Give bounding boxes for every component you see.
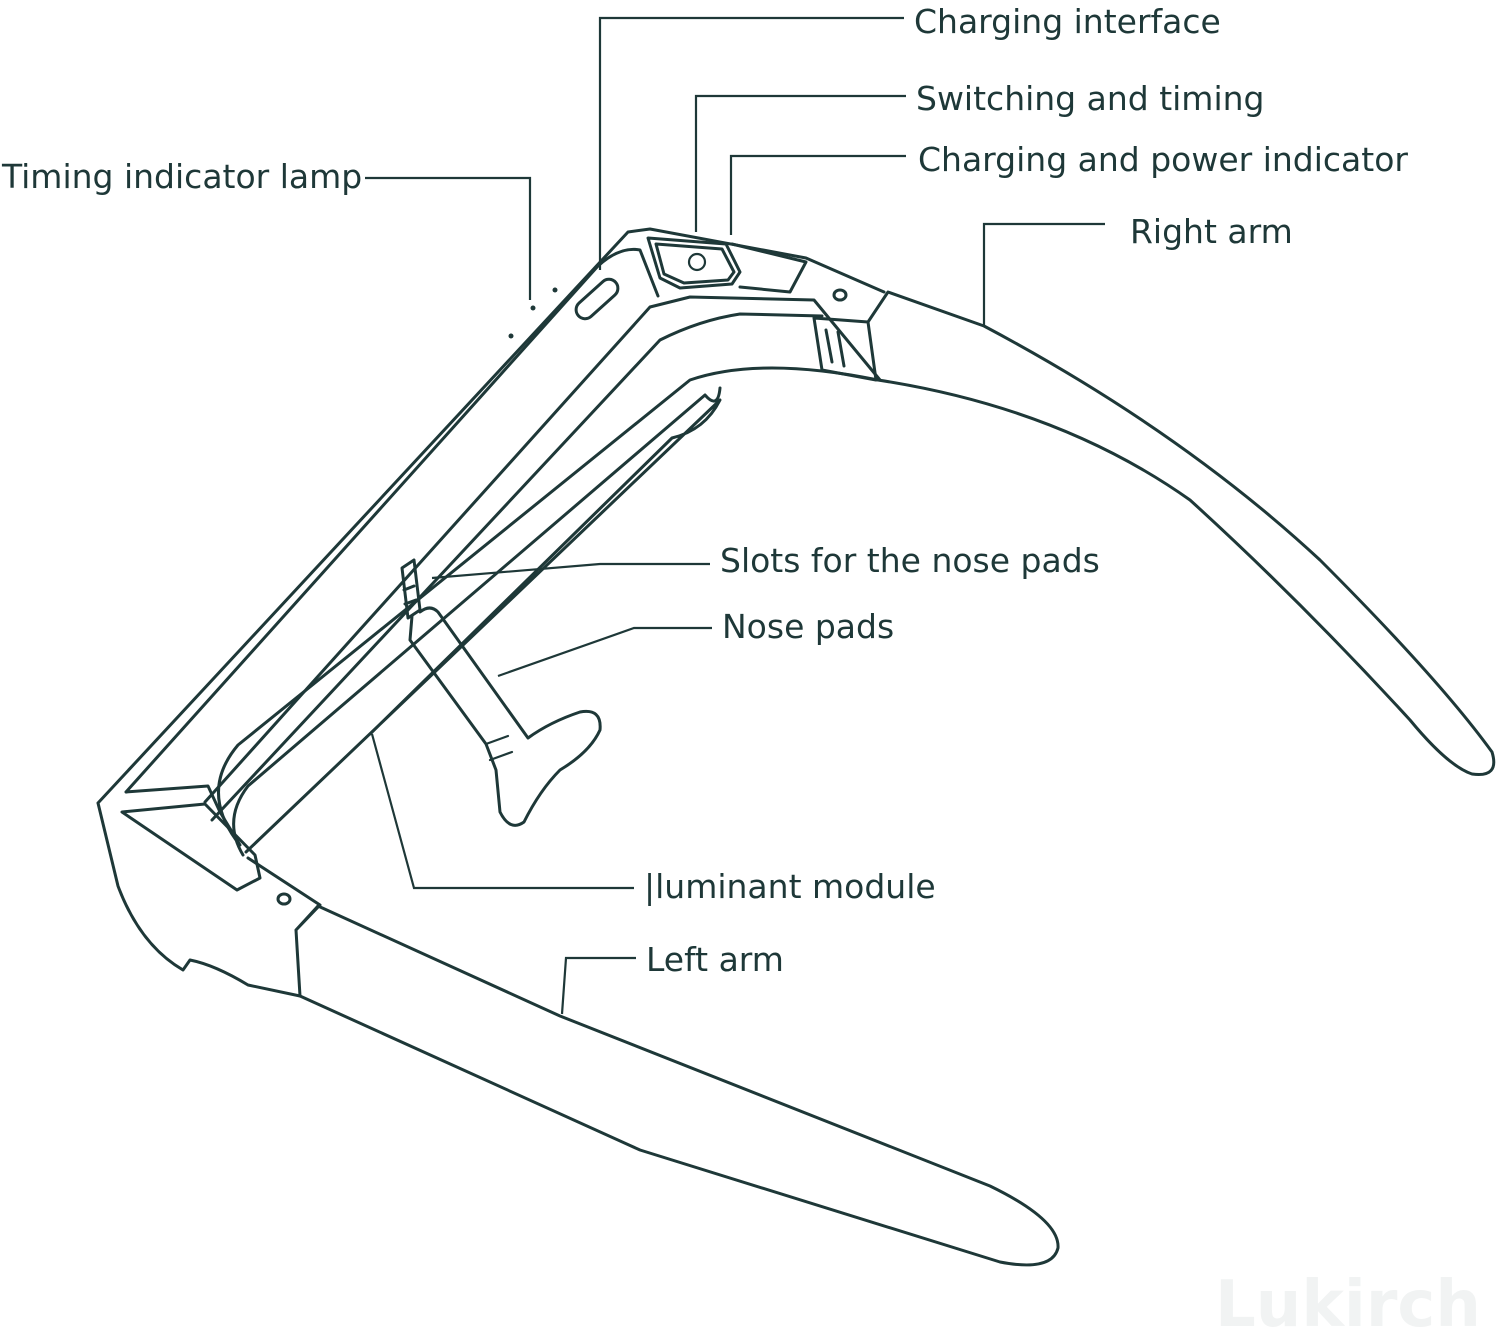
left-arm [298, 904, 1060, 1267]
right-hinge [812, 316, 878, 382]
label-nose-pads: Nose pads [722, 607, 894, 646]
label-switching-and-timing: Switching and timing [916, 79, 1264, 118]
label-slots-for-nose-pads: Slots for the nose pads [720, 541, 1100, 580]
label-illuminant-module: |luminant module [644, 867, 936, 906]
label-right-arm: Right arm [1130, 212, 1293, 251]
timing-indicator-dot [552, 287, 558, 293]
leader-left-arm [560, 956, 636, 1015]
charging-port [574, 277, 620, 321]
leader-switching-and-timing [694, 94, 906, 232]
right-arm [866, 290, 1496, 777]
left-hinge-screw [276, 892, 292, 906]
leader-charging-interface [598, 16, 904, 270]
indicator-panel [730, 242, 808, 294]
glasses-drawing [96, 227, 1496, 1267]
timing-indicator-dot [508, 333, 514, 339]
leader-slots-for-nose-pads [431, 562, 710, 580]
frame-top-bar [203, 295, 882, 822]
nose-pad-slot [400, 558, 422, 620]
label-charging-interface: Charging interface [914, 2, 1221, 41]
left-hinge [246, 856, 322, 998]
leader-lines [365, 16, 1105, 1015]
leader-nose-pads [497, 626, 712, 678]
illuminant-module-edge [244, 398, 722, 854]
label-charging-and-power-indicator: Charging and power indicator [918, 140, 1408, 179]
leader-right-arm [982, 222, 1105, 326]
label-timing-indicator-lamp: Timing indicator lamp [1, 157, 362, 196]
nose-pad [408, 606, 602, 827]
leader-illuminant-module [370, 733, 634, 890]
power-symbol-icon [687, 252, 707, 272]
label-left-arm: Left arm [646, 940, 784, 979]
watermark-text: Lukirch [1215, 1268, 1481, 1339]
right-hinge-screw [832, 288, 848, 302]
switch-button [646, 236, 742, 290]
frame-left-corner-block [120, 802, 262, 892]
timing-indicator-dot [530, 305, 536, 311]
leader-charging-power-indicator [729, 154, 906, 235]
frame-outer-outline [96, 227, 886, 998]
nose-pad-joint [484, 734, 514, 762]
leader-timing-indicator-lamp [365, 176, 532, 300]
